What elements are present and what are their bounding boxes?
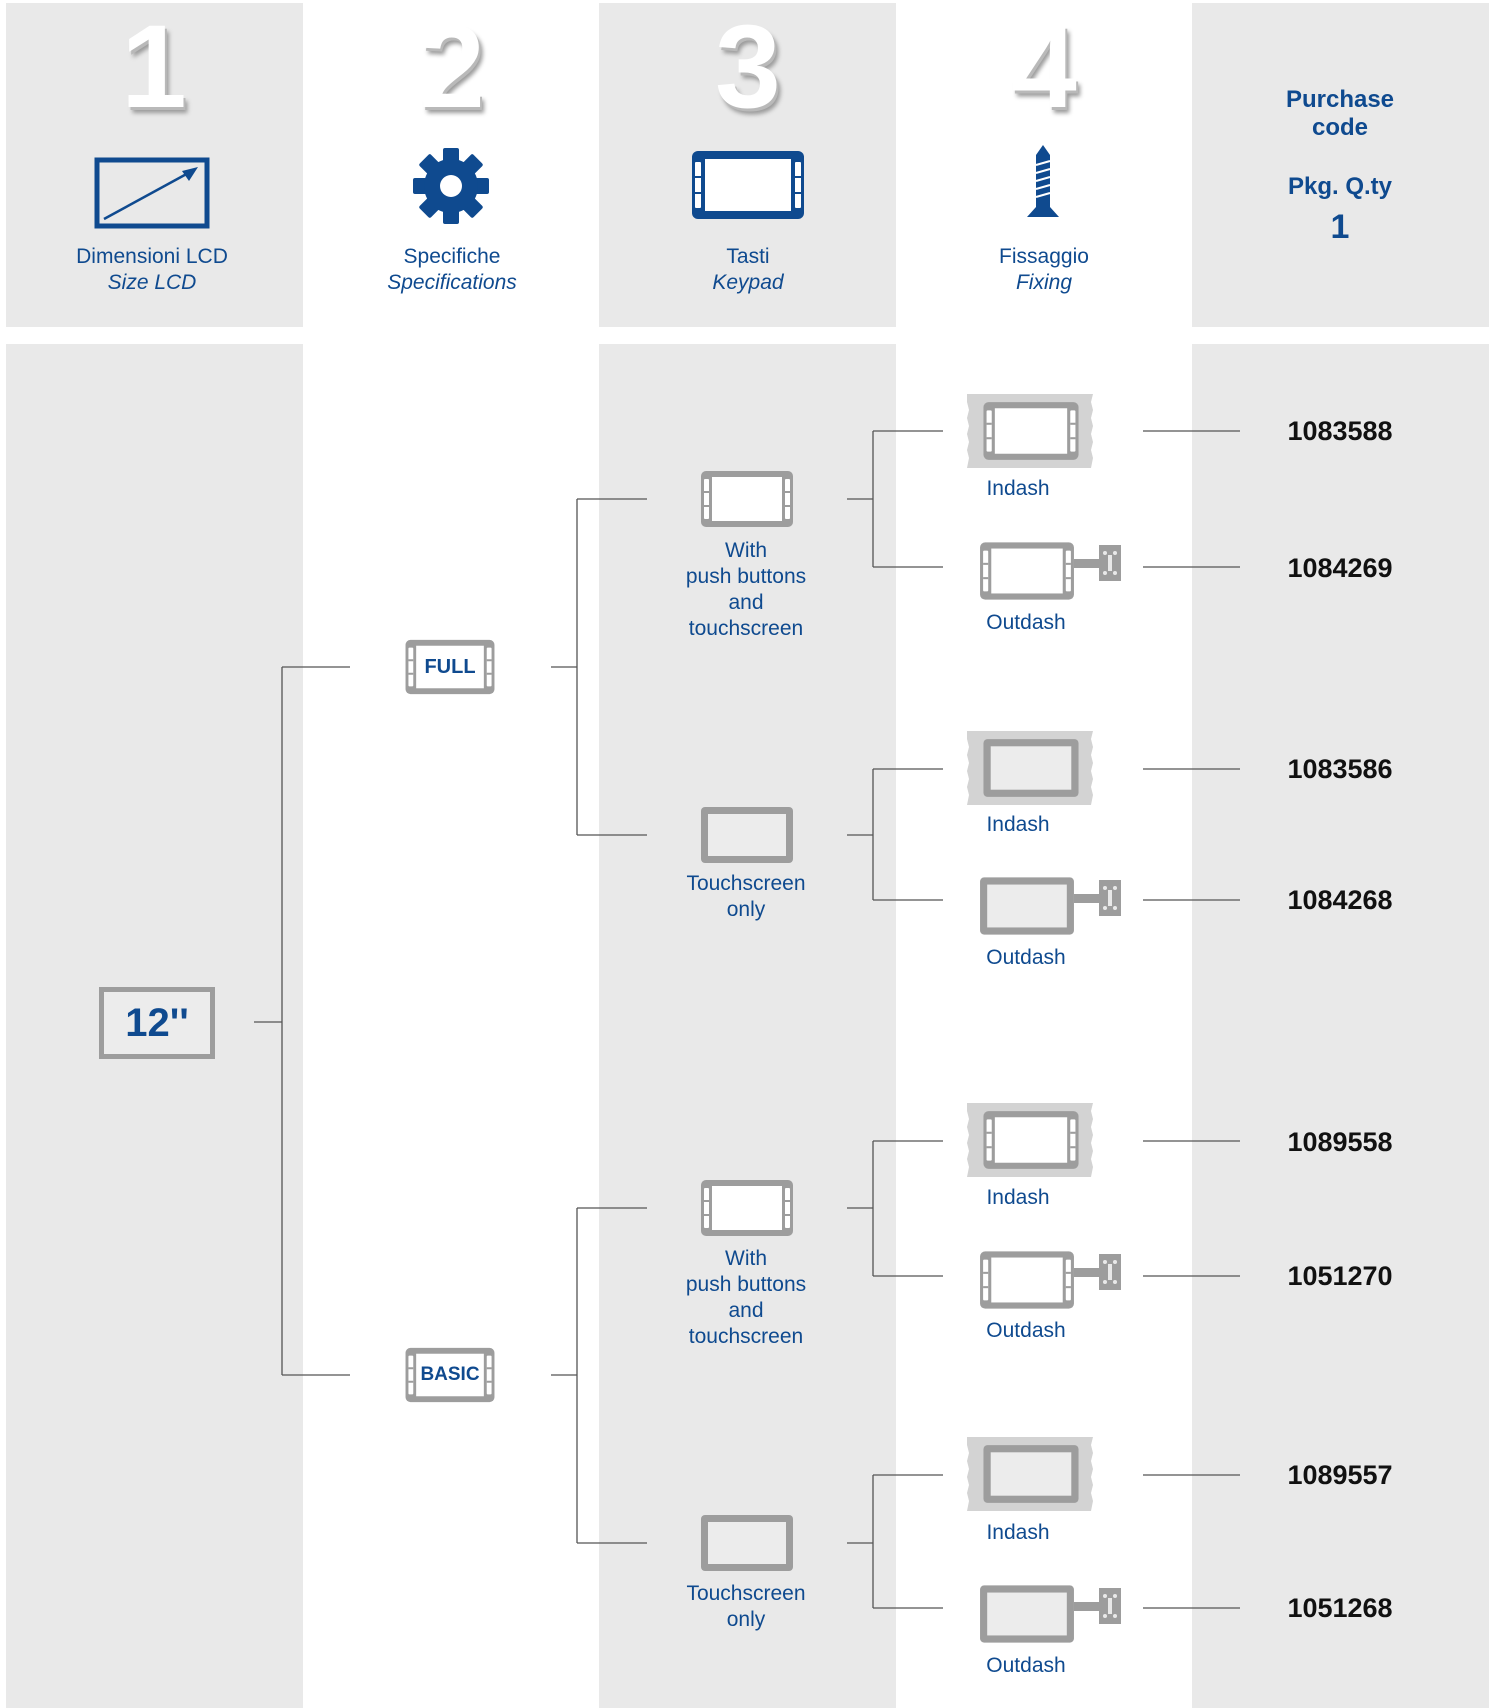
indash-icon xyxy=(967,1437,1093,1511)
step-number-2: 2 xyxy=(419,1,485,133)
body-panel-5 xyxy=(1192,344,1489,1708)
outdash-icon xyxy=(980,1585,1121,1643)
outdash-icon xyxy=(979,541,1121,601)
purchase-code: 1089558 xyxy=(1287,1127,1393,1157)
outdash-icon xyxy=(979,1250,1121,1310)
fixing-label-outdash: Outdash xyxy=(986,1319,1066,1342)
purchase-code: 1084268 xyxy=(1287,885,1393,915)
indash-icon xyxy=(967,1103,1093,1177)
keypad-label-touch-only: Touchscreen only xyxy=(686,872,806,921)
keypad-icon xyxy=(692,151,804,219)
header-label-size: Dimensioni LCD Size LCD xyxy=(2,244,302,296)
body-panel-3 xyxy=(599,344,896,1708)
purchase-code: 1051268 xyxy=(1287,1593,1393,1623)
step-number-1: 1 xyxy=(121,1,187,133)
specs-label-en: Specifications xyxy=(387,271,517,294)
header-panel-1 xyxy=(6,3,303,327)
fixing-label-it: Fissaggio xyxy=(999,245,1089,268)
fixing-label-outdash: Outdash xyxy=(986,1654,1066,1677)
step-number-3: 3 xyxy=(715,1,781,133)
keypad-buttons-touch-icon xyxy=(699,1178,795,1238)
keypad-label-en: Keypad xyxy=(712,271,784,294)
pkg-qty-value: 1 xyxy=(1330,208,1350,246)
indash-icon xyxy=(967,731,1093,805)
size-label-it: Dimensioni LCD xyxy=(76,245,228,268)
fixing-label-indash: Indash xyxy=(986,1521,1050,1544)
spec-full-node: FULL xyxy=(403,638,497,696)
size-label-en: Size LCD xyxy=(107,271,197,294)
keypad-label-it: Tasti xyxy=(726,245,770,268)
purchase-code: 1084269 xyxy=(1287,553,1393,583)
purchase-code-label: Purchase code xyxy=(1285,86,1395,141)
header-label-specs: Specifiche Specifications xyxy=(302,244,602,296)
keypad-touch-only-icon xyxy=(699,1513,795,1573)
keypad-label-buttons-touch: With push buttons and touchscreen xyxy=(685,539,807,640)
indash-icon xyxy=(967,394,1093,468)
purchase-code: 1051270 xyxy=(1287,1261,1393,1291)
keypad-label-touch-only: Touchscreen only xyxy=(686,1582,806,1631)
fixing-label-en: Fixing xyxy=(1015,271,1073,294)
keypad-touch-only-icon xyxy=(699,805,795,865)
fixing-label-indash: Indash xyxy=(986,1186,1050,1209)
fixing-label-outdash: Outdash xyxy=(986,611,1066,634)
keypad-buttons-touch-icon xyxy=(699,469,795,529)
fixing-label-indash: Indash xyxy=(986,813,1050,836)
lcd-size-icon xyxy=(94,157,210,229)
keypad-label-buttons-touch: With push buttons and touchscreen xyxy=(685,1247,807,1348)
fixing-label-outdash: Outdash xyxy=(986,946,1066,969)
screw-icon xyxy=(1027,145,1059,217)
outdash-icon xyxy=(980,877,1121,935)
header-panel-5 xyxy=(1192,3,1489,327)
fixing-label-indash: Indash xyxy=(986,477,1050,500)
purchase-code: 1083586 xyxy=(1287,754,1393,784)
spec-basic-node: BASIC xyxy=(403,1346,497,1404)
header-label-keypad: Tasti Keypad xyxy=(598,244,898,296)
header-label-fixing: Fissaggio Fixing xyxy=(894,244,1194,296)
gear-icon xyxy=(413,148,489,224)
pkg-qty-label: Pkg. Q.ty xyxy=(1287,173,1393,200)
purchase-code: 1083588 xyxy=(1287,416,1393,446)
size-12-node: 12'' xyxy=(99,987,215,1059)
step-number-4: 4 xyxy=(1011,1,1077,133)
spec-basic-label: BASIC xyxy=(420,1364,480,1385)
specs-label-it: Specifiche xyxy=(403,245,501,268)
purchase-code: 1089557 xyxy=(1287,1460,1393,1490)
spec-full-label: FULL xyxy=(424,656,476,678)
